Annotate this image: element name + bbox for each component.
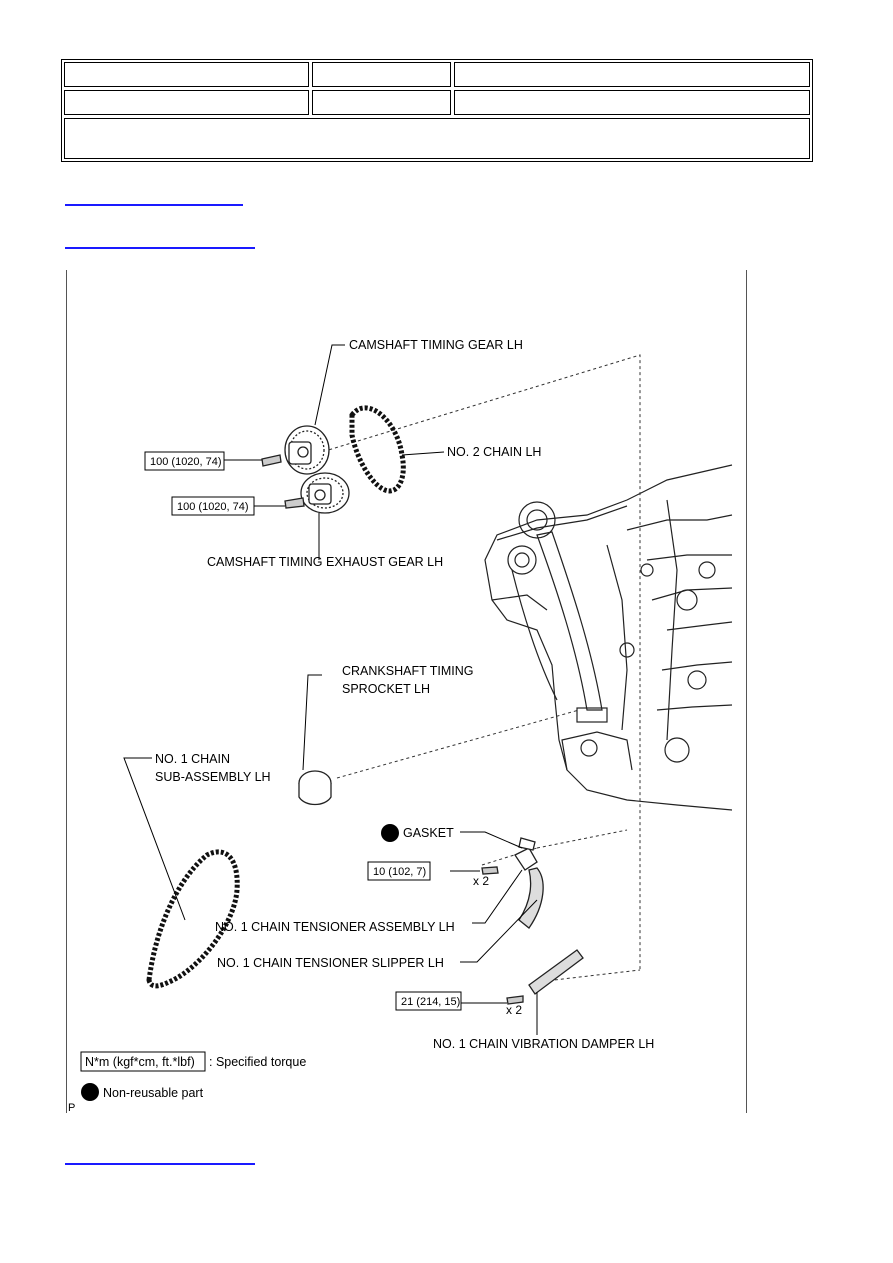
- corner-mark: P: [68, 1102, 75, 1113]
- legend-torque-text: : Specified torque: [209, 1055, 306, 1069]
- torque-box: [144, 451, 225, 471]
- legend-torque-unit: N*m (kgf*cm, ft.*lbf): [85, 1055, 195, 1069]
- diagram-svg: CAMSHAFT TIMING GEAR LH NO. 2 CHAIN LH C…: [68, 338, 733, 1114]
- dashed-leader-lines: [311, 354, 641, 983]
- label-camshaft-exhaust: CAMSHAFT TIMING EXHAUST GEAR LH: [207, 555, 443, 569]
- camshaft-exhaust-gear: [284, 472, 350, 514]
- header-cell: [312, 90, 451, 115]
- non-reusable-dot-icon: [381, 824, 399, 842]
- header-cell: [454, 90, 810, 115]
- leader-lines: [123, 344, 538, 1035]
- header-wide-cell: [64, 118, 810, 159]
- legend-torque-box: [80, 1051, 206, 1072]
- torque-box: [395, 991, 462, 1011]
- legend-dot-icon: [81, 1083, 99, 1101]
- crankshaft-sprocket: [298, 770, 332, 806]
- nav-link-top-2[interactable]: [65, 247, 255, 249]
- label-no2-chain: NO. 2 CHAIN LH: [447, 445, 541, 459]
- header-row-2: [64, 90, 810, 115]
- label-gasket: GASKET: [403, 826, 454, 840]
- label-qty-b: x 2: [506, 1003, 522, 1017]
- camshaft-timing-gear: [261, 425, 330, 475]
- label-qty-a: x 2: [473, 874, 489, 888]
- header-cell: [64, 90, 309, 115]
- label-vibration-damper: NO. 1 CHAIN VIBRATION DAMPER LH: [433, 1037, 654, 1051]
- torque-specs: 100 (1020, 74) 100 (1020, 74) 10 (102, 7…: [144, 451, 462, 1011]
- label-camshaft-gear: CAMSHAFT TIMING GEAR LH: [349, 338, 523, 352]
- exploded-parts-diagram: CAMSHAFT TIMING GEAR LH NO. 2 CHAIN LH C…: [66, 270, 747, 1114]
- torque-value: 100 (1020, 74): [150, 456, 222, 468]
- torque-box: [171, 496, 255, 516]
- label-tensioner-slipper: NO. 1 CHAIN TENSIONER SLIPPER LH: [217, 956, 444, 970]
- label-crank-sprocket-2: SPROCKET LH: [342, 682, 430, 696]
- header-table: [61, 59, 813, 162]
- header-cell: [454, 62, 810, 87]
- label-crank-sprocket-1: CRANKSHAFT TIMING: [342, 664, 474, 678]
- nav-link-top-1[interactable]: [65, 204, 243, 206]
- nav-link-bottom[interactable]: [65, 1163, 255, 1165]
- vibration-damper: [506, 949, 584, 1005]
- header-cell: [64, 62, 309, 87]
- torque-value: 21 (214, 15): [401, 996, 460, 1008]
- part-labels: CAMSHAFT TIMING GEAR LH NO. 2 CHAIN LH C…: [155, 338, 654, 1051]
- torque-box: [367, 861, 431, 881]
- header-cell: [312, 62, 451, 87]
- legend: N*m (kgf*cm, ft.*lbf) : Specified torque…: [68, 1051, 306, 1114]
- engine-block-illustration: [484, 464, 733, 811]
- torque-value: 10 (102, 7): [373, 866, 426, 878]
- label-tensioner-assembly: NO. 1 CHAIN TENSIONER ASSEMBLY LH: [215, 920, 455, 934]
- no2-chain-loop: [349, 405, 406, 494]
- header-row-1: [64, 62, 810, 87]
- no1-chain-loop: [146, 849, 240, 989]
- legend-nonreusable-text: Non-reusable part: [103, 1086, 204, 1100]
- label-no1-chain-1: NO. 1 CHAIN: [155, 752, 230, 766]
- label-no1-chain-2: SUB-ASSEMBLY LH: [155, 770, 271, 784]
- torque-value: 100 (1020, 74): [177, 501, 249, 513]
